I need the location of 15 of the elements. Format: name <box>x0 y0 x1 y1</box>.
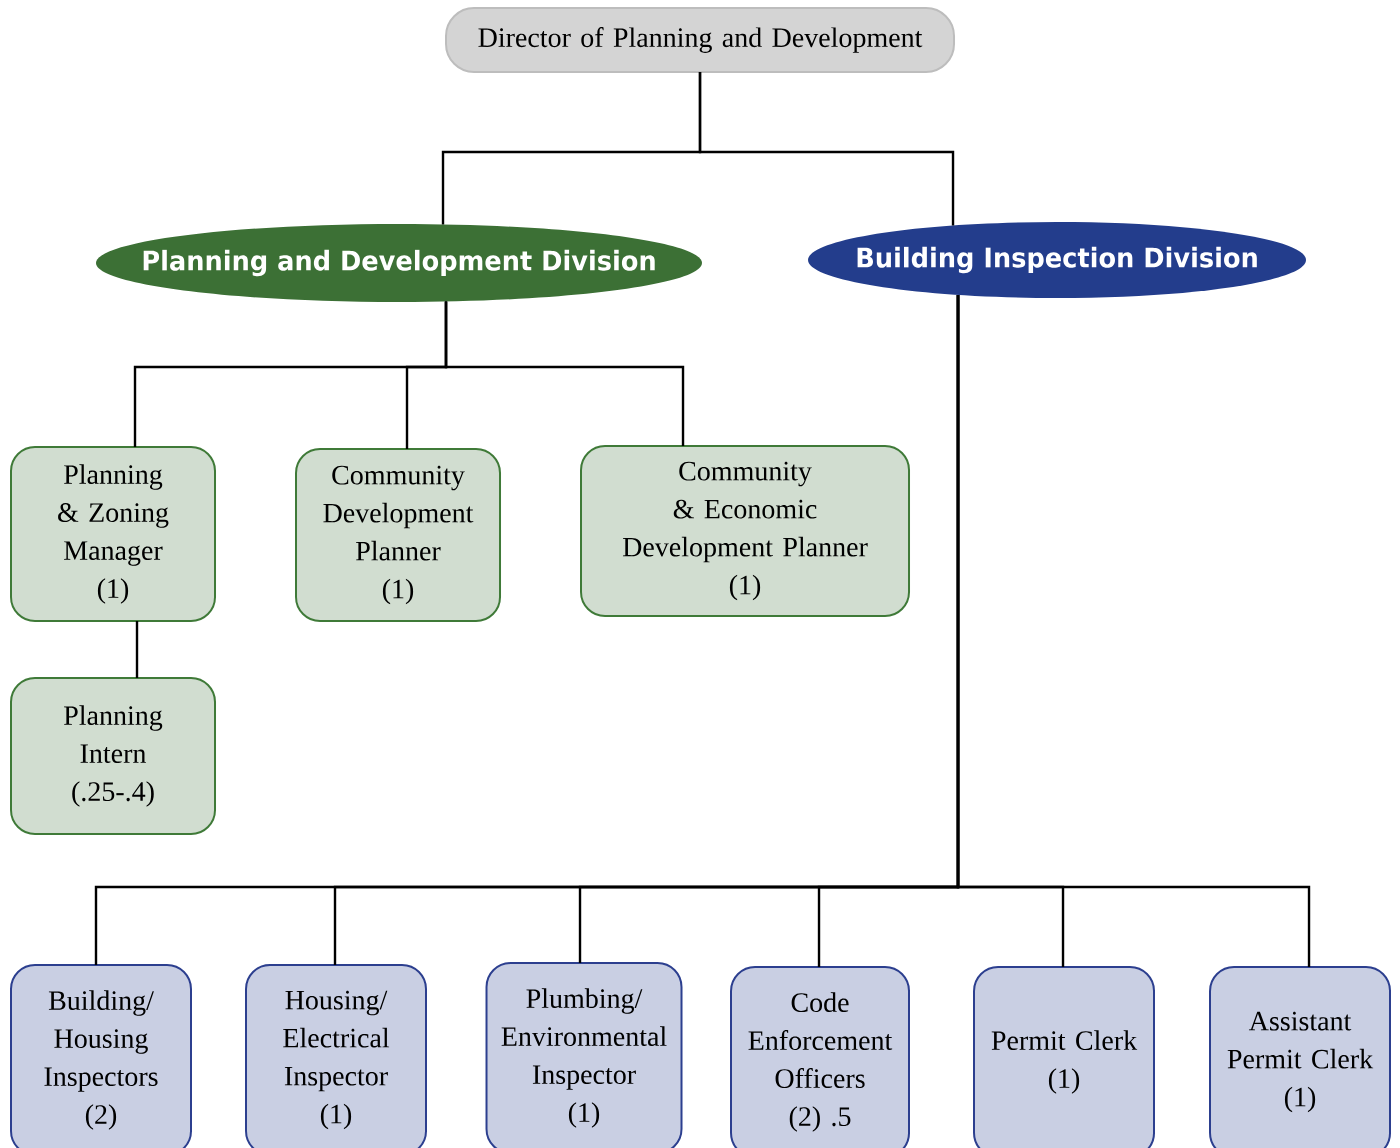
connector-line <box>956 294 1311 967</box>
position-box: Housing/ Electrical Inspector (1) <box>245 964 427 1148</box>
connector-line <box>698 72 955 226</box>
position-box: Planning & Zoning Manager (1) <box>10 446 216 622</box>
connector-line <box>135 621 139 678</box>
position-box: Community Development Planner (1) <box>295 448 501 622</box>
position-box: Planning Intern (.25-.4) <box>10 677 216 836</box>
connector-line <box>444 301 685 446</box>
position-box: Building/ Housing Inspectors (2) <box>10 964 192 1148</box>
position-box: Community & Economic Development Planner (1) <box>580 445 910 617</box>
position-box: Assistant Permit Clerk (1) <box>1209 966 1392 1148</box>
position-box: Permit Clerk (1) <box>973 966 1155 1148</box>
position-box: Code Enforcement Officers (2) .5 <box>730 966 910 1148</box>
position-box: Plumbing/ Environmental Inspector (1) <box>485 962 683 1148</box>
title-box: Director of Planning and Development <box>445 7 955 73</box>
